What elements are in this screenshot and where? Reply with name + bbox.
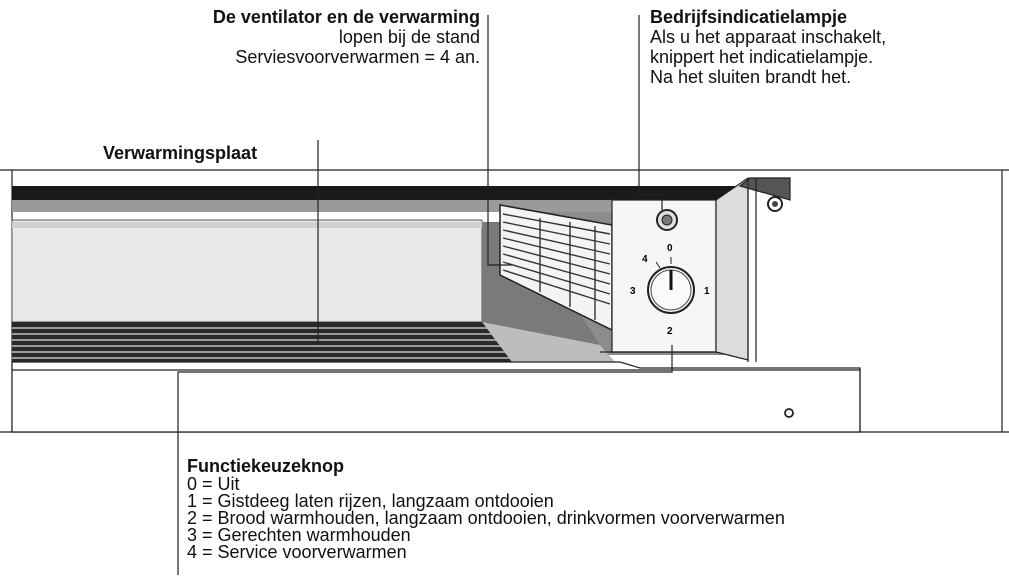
drawer-front: [11, 361, 861, 433]
knob-setting-4: 4 = Service voorverwarmen: [187, 542, 407, 562]
dial-mark-3: 3: [630, 286, 636, 297]
dial-mark-4: 4: [642, 254, 648, 265]
dial-mark-2: 2: [667, 326, 673, 337]
plate-callout-title: Verwarmingsplaat: [103, 143, 258, 163]
plate-callout: Verwarmingsplaat: [103, 143, 323, 163]
heating-plate-ribs: [12, 322, 512, 362]
knob-legend: Functiekeuzeknop 0 = Uit 1 = Gistdeeg la…: [187, 456, 997, 561]
fan-callout-title: De ventilator en de verwarming: [212, 7, 480, 27]
knob-setting-2: 2 = Brood warmhouden, langzaam ontdooien…: [187, 508, 785, 528]
indicator-callout: Bedrijfsindicatielampje Als u het appara…: [650, 7, 1000, 87]
heating-plate-shadow: [12, 222, 482, 228]
fan-callout-line-2: Serviesvoorverwarmen = 4 an.: [235, 47, 480, 67]
knob-setting-1: 1 = Gistdeeg laten rijzen, langzaam ontd…: [187, 491, 554, 511]
indicator-callout-line-2: knippert het indicatielampje.: [650, 47, 874, 67]
side-frame: [715, 176, 791, 362]
function-knob: [647, 257, 695, 314]
frame-screw-icon: [767, 196, 783, 212]
inner-floor: [482, 322, 615, 362]
indicator-callout-line-3: Na het sluiten brandt het.: [650, 67, 852, 87]
dial-mark-1: 1: [704, 286, 710, 297]
fan-callout: De ventilator en de verwarming lopen bij…: [100, 7, 480, 67]
heating-plate-panel: [11, 219, 483, 323]
leader-lines: [177, 15, 673, 575]
drawer-top-rail: [12, 186, 740, 200]
knob-setting-3: 3 = Gerechten warmhouden: [187, 525, 411, 545]
dial-mark-0: 0: [667, 243, 673, 254]
drawer-screw-icon: [784, 408, 794, 418]
drawer-top-shade: [12, 200, 740, 212]
indicator-lamp-icon: [656, 209, 678, 231]
indicator-callout-line-1: Als u het apparaat inschakelt,: [650, 27, 887, 47]
knob-setting-0: 0 = Uit: [187, 474, 240, 494]
indicator-callout-title: Bedrijfsindicatielampje: [650, 7, 848, 27]
knob-legend-title: Functiekeuzeknop: [187, 456, 345, 476]
fan-callout-line-1: lopen bij de stand: [338, 27, 480, 47]
